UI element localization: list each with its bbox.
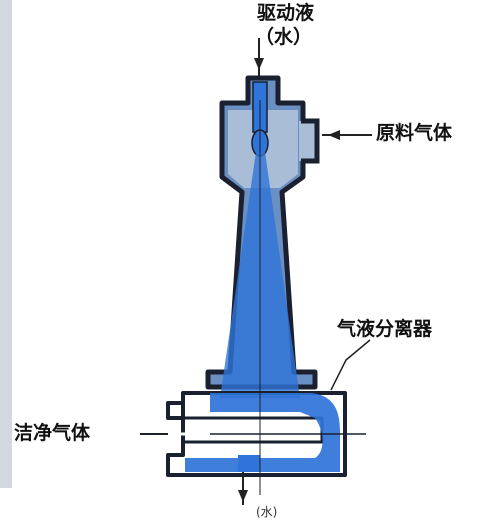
separator-casing [166,391,347,477]
scan-edge [0,0,12,488]
feed-gas-arrow [322,130,372,140]
drive-fluid-label: 驱动液 [257,2,315,24]
separator-inner-wall [183,416,324,444]
separator-liquid [185,393,340,472]
clean-gas-label: 洁净气体 [14,422,91,444]
inlet-arrow [254,38,264,76]
water-out-label: (水) [256,505,278,519]
water-outlet-arrow [238,472,248,505]
feed-gas-label: 原料气体 [376,122,453,144]
separator-label: 气液分离器 [337,318,433,340]
feed-gas-port [299,118,320,164]
drive-fluid-sublabel: （水） [255,26,313,48]
separator-leader [330,339,371,391]
